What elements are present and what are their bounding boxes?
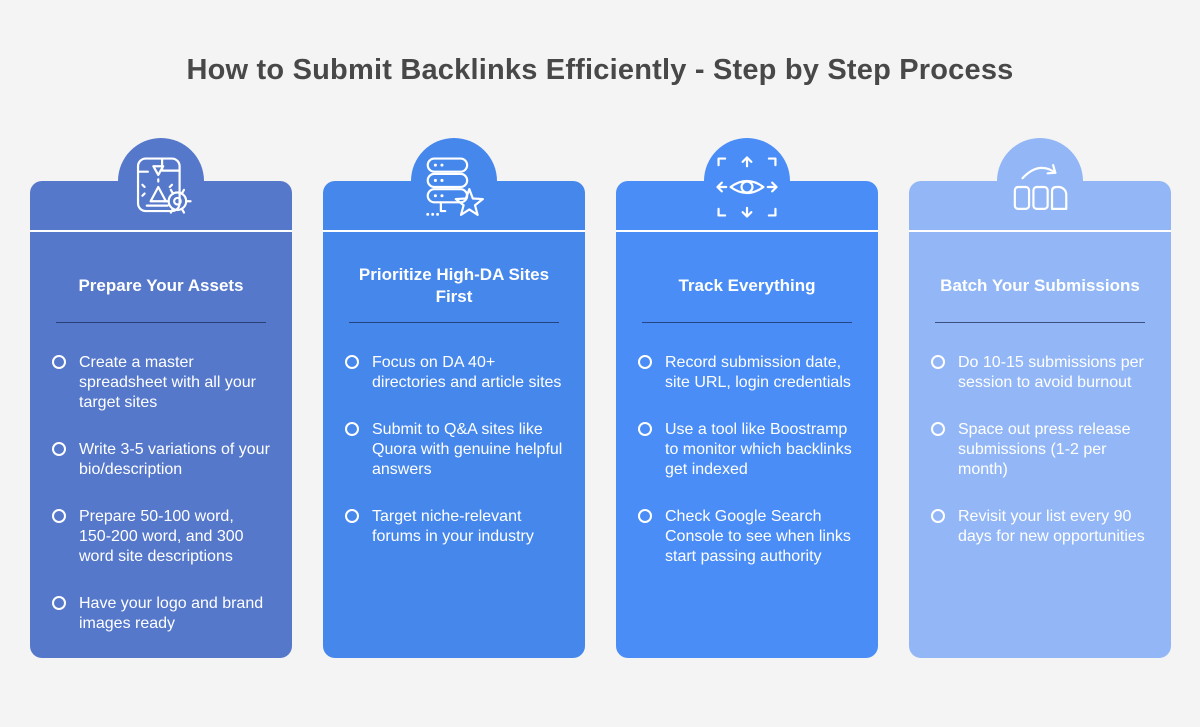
asset-generator-icon bbox=[126, 152, 196, 222]
card-title: Prioritize High-DA Sites First bbox=[358, 265, 550, 307]
bullet-circle-icon bbox=[52, 596, 66, 610]
bullet-text: Write 3-5 variations of your bio/descrip… bbox=[79, 441, 270, 478]
bullet-text: Have your logo and brand images ready bbox=[79, 595, 264, 632]
bullet-circle-icon bbox=[52, 442, 66, 456]
bullet-list: Create a master spreadsheet with all you… bbox=[52, 353, 270, 634]
bullet-circle-icon bbox=[345, 355, 359, 370]
page-title: How to Submit Backlinks Efficiently - St… bbox=[186, 54, 1014, 86]
bullet-text: Space out press release submissions (1-2… bbox=[958, 421, 1131, 478]
bullet-circle-icon bbox=[931, 422, 945, 436]
list-item: Space out press release submissions (1-2… bbox=[931, 420, 1149, 480]
list-item: Check Google Search Console to see when … bbox=[638, 507, 856, 567]
card-body: Batch Your Submissions Do 10-15 submissi… bbox=[909, 264, 1171, 547]
batch-documents-icon bbox=[1005, 152, 1075, 222]
card-prioritize-high-da-sites: Prioritize High-DA Sites First Focus on … bbox=[323, 138, 585, 658]
list-item: Prepare 50-100 word, 150-200 word, and 3… bbox=[52, 507, 270, 567]
card-title: Batch Your Submissions bbox=[940, 275, 1140, 295]
card-header-band bbox=[616, 181, 878, 232]
card-prepare-your-assets: Prepare Your Assets Create a master spre… bbox=[30, 138, 292, 658]
list-item: Target niche-relevant forums in your ind… bbox=[345, 507, 563, 547]
list-item: Have your logo and brand images ready bbox=[52, 594, 270, 634]
bullet-text: Create a master spreadsheet with all you… bbox=[79, 354, 256, 411]
bullet-text: Prepare 50-100 word, 150-200 word, and 3… bbox=[79, 508, 244, 565]
title-divider bbox=[349, 322, 559, 324]
title-divider bbox=[935, 322, 1145, 323]
list-item: Create a master spreadsheet with all you… bbox=[52, 353, 270, 413]
title-divider bbox=[642, 322, 852, 323]
list-item: Focus on DA 40+ directories and article … bbox=[345, 353, 563, 393]
bullet-circle-icon bbox=[931, 509, 945, 523]
bullet-text: Target niche-relevant forums in your ind… bbox=[372, 508, 534, 546]
bullet-circle-icon bbox=[345, 509, 359, 524]
bullet-list: Focus on DA 40+ directories and article … bbox=[345, 353, 563, 547]
bullet-text: Focus on DA 40+ directories and article … bbox=[372, 354, 562, 392]
card-title: Track Everything bbox=[678, 275, 816, 295]
list-item: Submit to Q&A sites like Quora with genu… bbox=[345, 420, 563, 480]
card-body: Prepare Your Assets Create a master spre… bbox=[30, 264, 292, 634]
bullet-text: Check Google Search Console to see when … bbox=[665, 508, 851, 565]
card-track-everything: Track Everything Record submission date,… bbox=[616, 138, 878, 658]
bullet-circle-icon bbox=[638, 509, 652, 523]
bullet-text: Record submission date, site URL, login … bbox=[665, 354, 851, 391]
bullet-circle-icon bbox=[52, 355, 66, 369]
card-header-band bbox=[909, 181, 1171, 232]
list-item: Write 3-5 variations of your bio/descrip… bbox=[52, 440, 270, 480]
bullet-text: Use a tool like Boostramp to monitor whi… bbox=[665, 421, 852, 478]
list-item: Record submission date, site URL, login … bbox=[638, 353, 856, 393]
bullet-circle-icon bbox=[638, 355, 652, 369]
list-item: Do 10-15 submissions per session to avoi… bbox=[931, 353, 1149, 393]
eye-tracking-icon bbox=[712, 152, 782, 222]
bullet-list: Record submission date, site URL, login … bbox=[638, 353, 856, 567]
card-header-band bbox=[30, 181, 292, 232]
title-divider bbox=[56, 322, 266, 323]
icon-circle bbox=[411, 138, 497, 224]
card-batch-your-submissions: Batch Your Submissions Do 10-15 submissi… bbox=[909, 138, 1171, 658]
bullet-text: Submit to Q&A sites like Quora with genu… bbox=[372, 421, 563, 479]
bullet-circle-icon bbox=[638, 422, 652, 436]
icon-circle bbox=[118, 138, 204, 224]
bullet-circle-icon bbox=[52, 509, 66, 523]
bullet-text: Revisit your list every 90 days for new … bbox=[958, 508, 1145, 545]
list-item: Use a tool like Boostramp to monitor whi… bbox=[638, 420, 856, 480]
bullet-circle-icon bbox=[931, 355, 945, 369]
card-body: Track Everything Record submission date,… bbox=[616, 264, 878, 567]
steps-row: Prepare Your Assets Create a master spre… bbox=[30, 138, 1171, 658]
bullet-list: Do 10-15 submissions per session to avoi… bbox=[931, 353, 1149, 547]
card-body: Prioritize High-DA Sites First Focus on … bbox=[323, 264, 585, 547]
server-star-icon bbox=[419, 152, 489, 222]
bullet-circle-icon bbox=[345, 422, 359, 437]
bullet-text: Do 10-15 submissions per session to avoi… bbox=[958, 354, 1144, 391]
card-title: Prepare Your Assets bbox=[78, 275, 244, 295]
card-header-band bbox=[323, 181, 585, 232]
list-item: Revisit your list every 90 days for new … bbox=[931, 507, 1149, 547]
